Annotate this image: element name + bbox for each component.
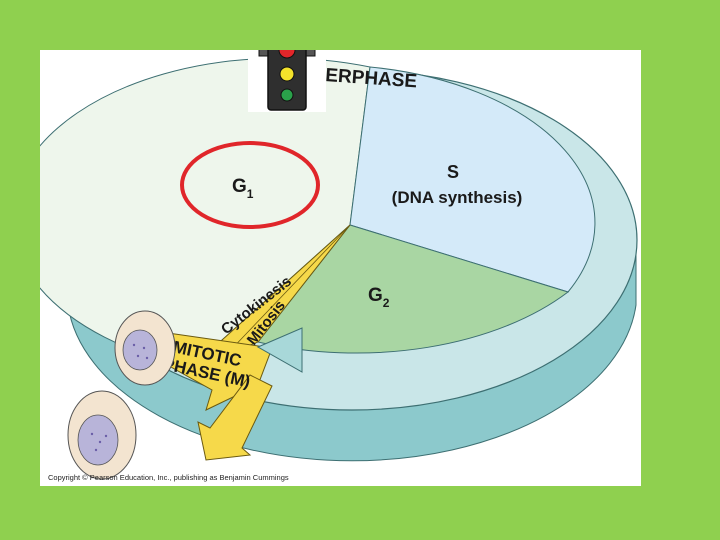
- g1-highlight-circle: [180, 141, 320, 229]
- s-description: (DNA synthesis): [392, 188, 523, 207]
- diagram-panel: Cytokinesis Mitosis MITOTIC PHASE (M) ER…: [40, 50, 641, 486]
- g1-label: G1: [232, 176, 254, 201]
- g2-label: G2: [368, 285, 390, 310]
- parent-cell: [114, 310, 176, 386]
- daughter-cell: [67, 390, 137, 480]
- cell-cycle-diagram: Cytokinesis Mitosis MITOTIC PHASE (M) ER…: [40, 50, 638, 480]
- mitotic-arrow-stem: [197, 374, 273, 461]
- traffic-light-icon: [248, 50, 326, 112]
- s-label: S: [447, 162, 459, 182]
- interphase-arrow: [256, 327, 303, 373]
- copyright-notice: Copyright © Pearson Education, Inc., pub…: [48, 473, 289, 482]
- s-wedge: [349, 66, 596, 293]
